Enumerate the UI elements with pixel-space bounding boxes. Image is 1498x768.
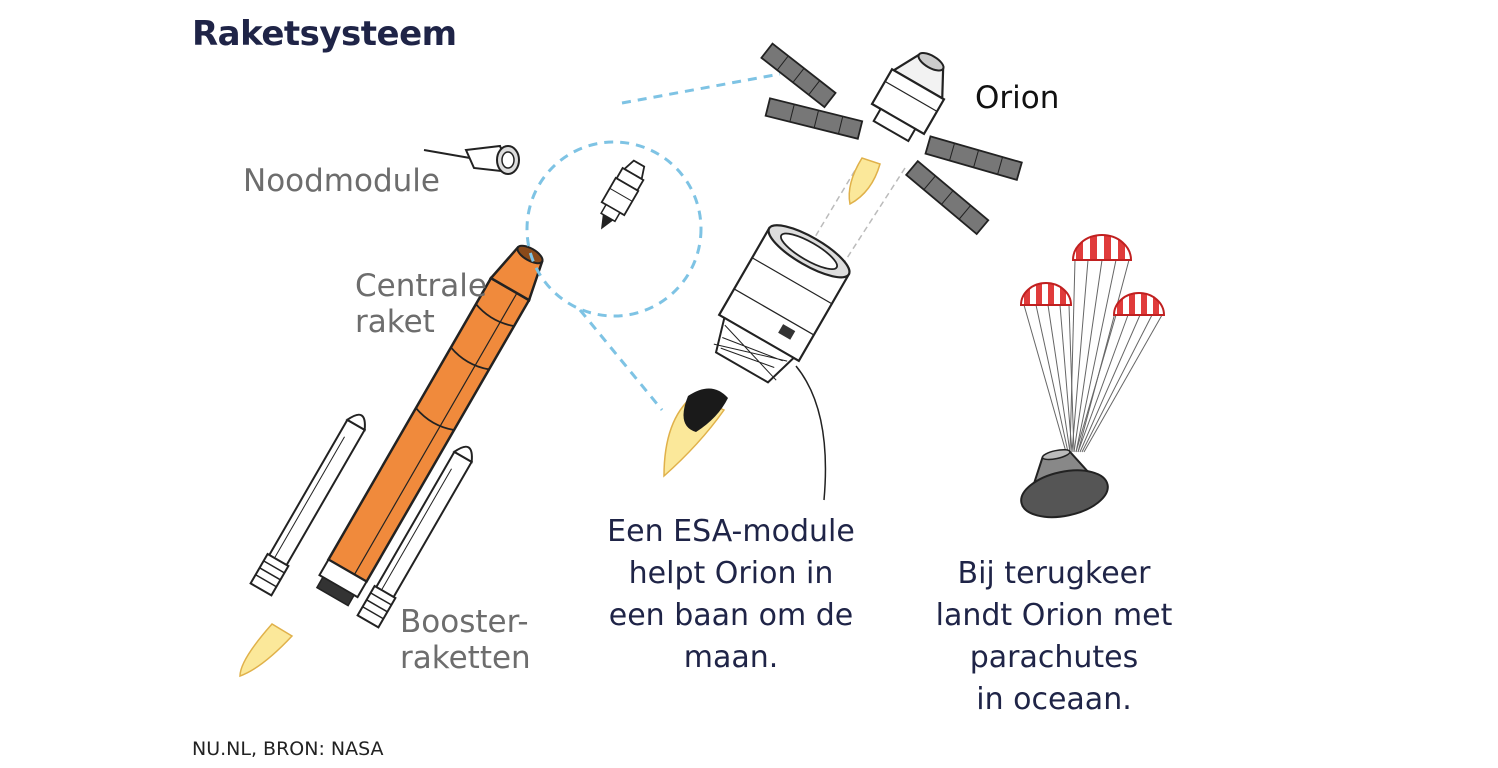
left-booster [249,413,367,597]
esa-module [663,224,851,501]
sls-rocket [239,244,544,678]
label-centrale-raket: Centrale raket [355,268,487,340]
parachute-top [1071,234,1133,261]
label-noodmodule: Noodmodule [243,163,440,199]
right-booster [356,445,474,629]
zoom-callout [525,72,781,411]
label-boosterraketten: Booster- raketten [400,604,531,676]
caption-esa-module: Een ESA-module helpt Orion in een baan o… [607,514,855,675]
source-credit: NU.NL, BRON: NASA [192,738,384,760]
core-flame [239,623,294,678]
page-title: Raketsysteem [192,14,457,54]
parachute-capsule [1019,234,1166,519]
orion-flame [848,157,881,206]
abort-module [423,144,520,175]
small-orion-stack [600,159,646,230]
label-orion: Orion [975,80,1060,116]
caption-return: Bij terugkeer landt Orion met parachutes… [935,556,1173,717]
parachute-left [1019,282,1073,306]
parachute-right [1112,292,1166,316]
